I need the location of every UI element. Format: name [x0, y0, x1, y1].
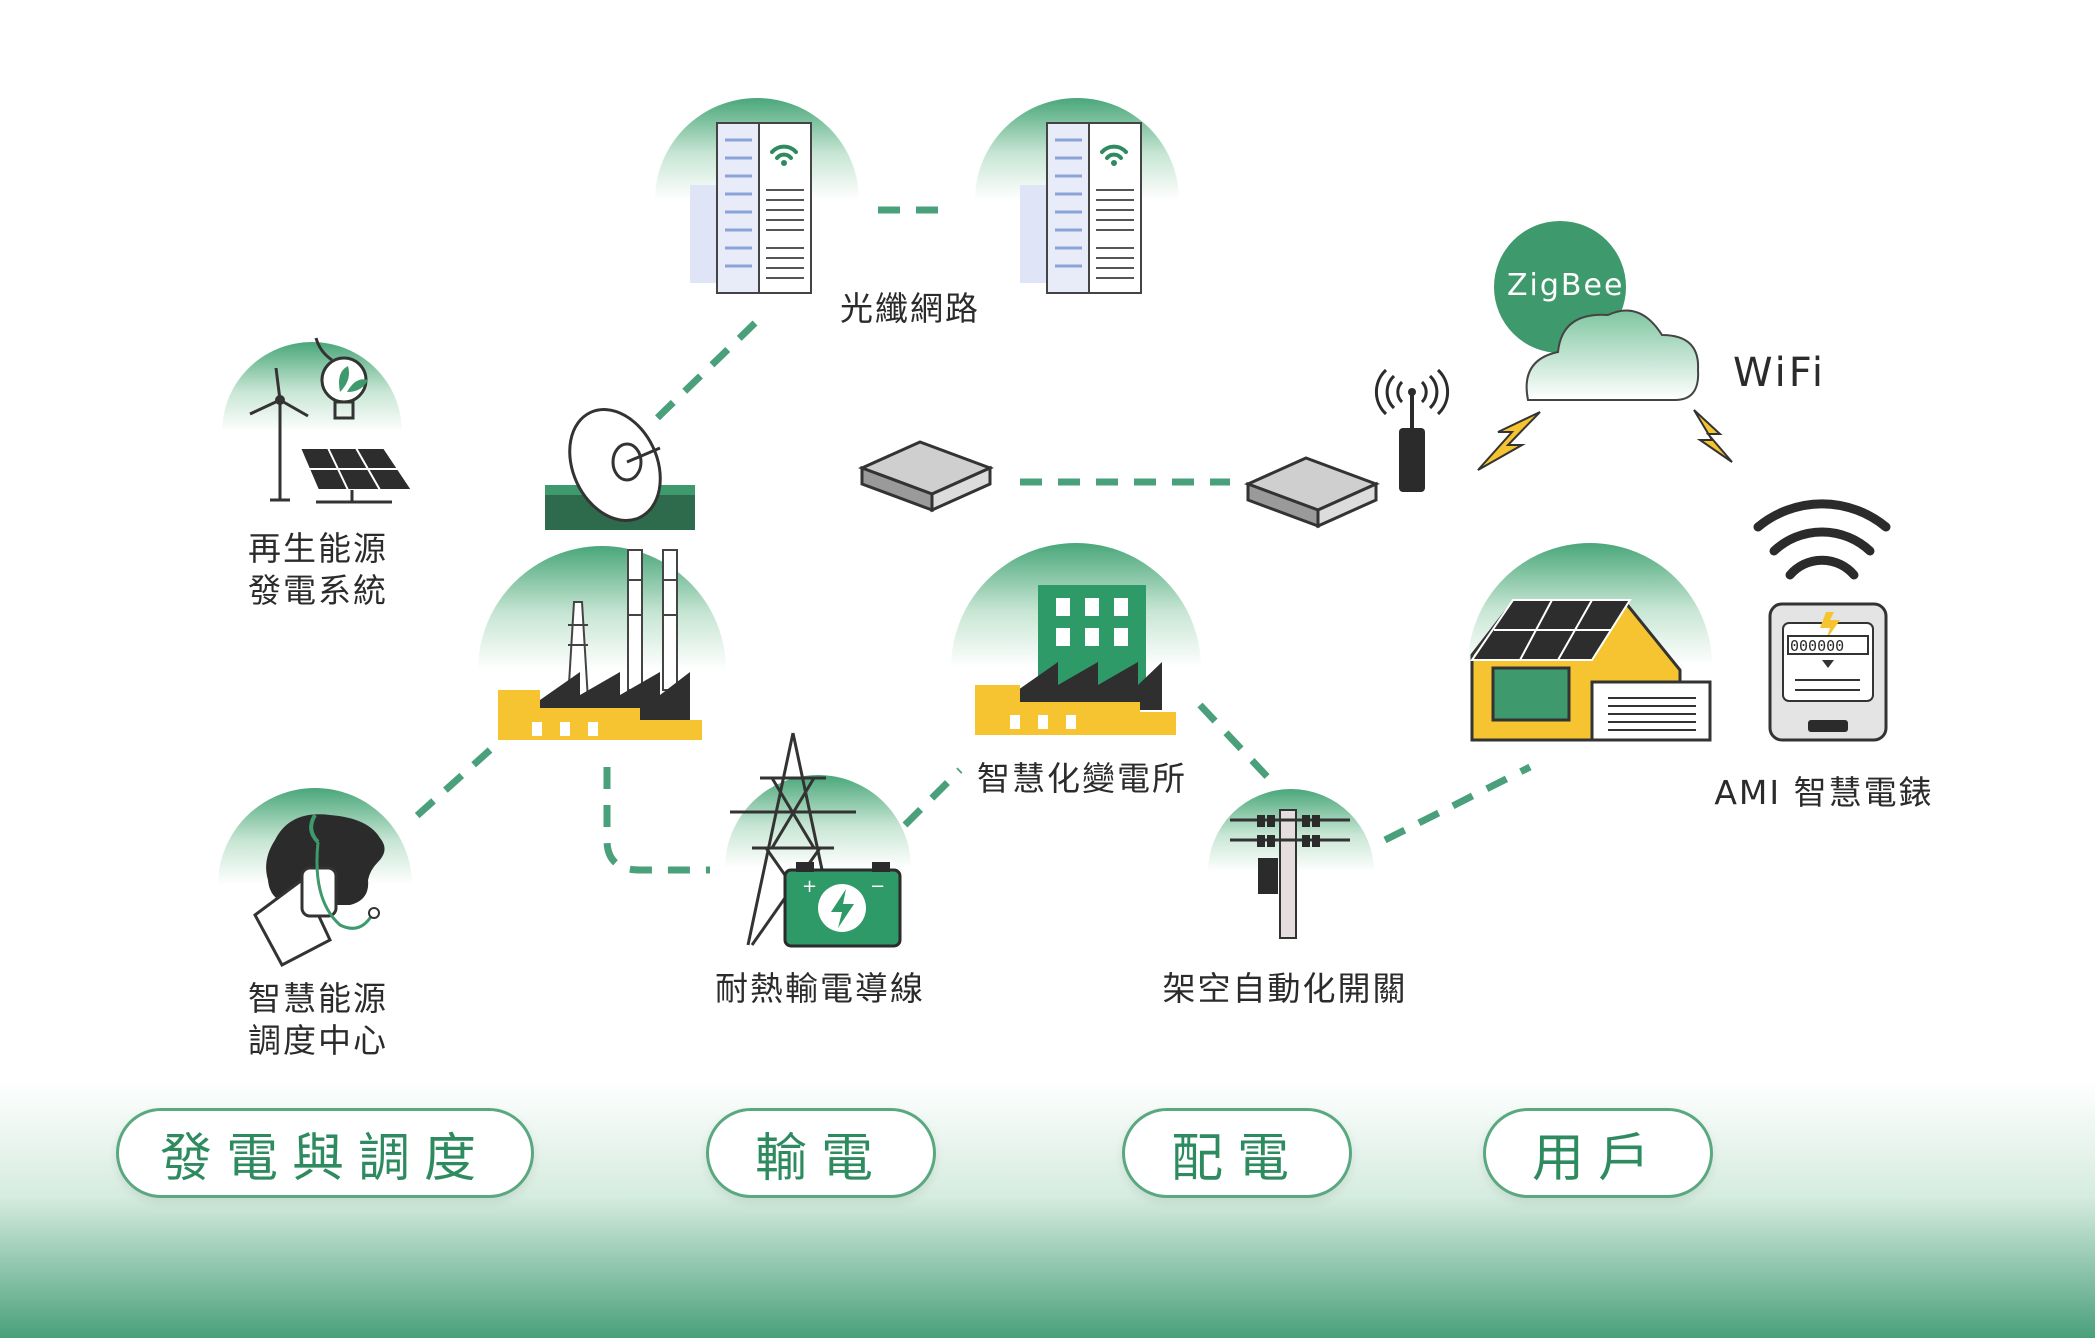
label-renewable-line2: 發電系統 — [248, 571, 388, 610]
antenna-icon — [1374, 368, 1450, 492]
stage-customer: 用戶 — [1483, 1108, 1713, 1198]
dispatch-center-icon — [218, 788, 412, 968]
substation-icon — [951, 543, 1201, 735]
lightning-left-icon — [1477, 411, 1541, 471]
meter-digits: 000000 — [1790, 637, 1844, 655]
lightning-right-icon — [1693, 409, 1733, 463]
power-plant-icon — [478, 546, 726, 740]
renewable-energy-icon — [222, 337, 414, 504]
svg-text:+: + — [802, 876, 817, 897]
label-renewable-line1: 再生能源 — [248, 529, 388, 568]
network-router-left — [858, 440, 994, 513]
network-router-right — [1244, 456, 1380, 529]
label-wifi: WiFi — [1733, 350, 1826, 396]
wifi-signal-icon — [1753, 499, 1891, 580]
label-substation: 智慧化變電所 — [977, 759, 1187, 798]
house-icon — [1468, 543, 1712, 742]
stage-transmission: 輸電 — [706, 1108, 936, 1198]
stage-distribution: 配電 — [1122, 1108, 1352, 1198]
label-dispatch-line1: 智慧能源 — [248, 979, 388, 1018]
label-automated-switch: 架空自動化開關 — [1162, 969, 1408, 1008]
satellite-dish-icon — [545, 408, 695, 530]
server-rack-left — [655, 98, 859, 294]
connector-lines — [407, 206, 1532, 874]
server-rack-right — [975, 98, 1179, 294]
solar-panel-icon — [298, 447, 414, 504]
label-transmission-line: 耐熱輸電導線 — [715, 969, 925, 1008]
label-dispatch-line2: 調度中心 — [248, 1021, 388, 1060]
label-zigbee: ZigBee — [1507, 268, 1625, 303]
label-fiber-network: 光纖網路 — [840, 289, 980, 328]
automated-switch-icon — [1208, 789, 1374, 939]
stage-generation-dispatch: 發電與調度 — [116, 1108, 534, 1198]
battery-icon: + − — [783, 862, 902, 948]
svg-text:−: − — [870, 876, 885, 897]
cloud-icon — [1525, 309, 1700, 401]
label-ami-meter: AMI 智慧電錶 — [1714, 773, 1934, 812]
smart-meter-icon: 000000 — [1753, 499, 1891, 742]
